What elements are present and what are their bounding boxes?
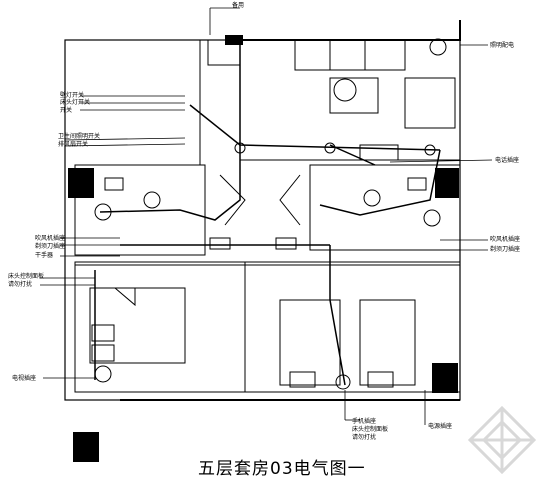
bed-pillow-2 [91, 344, 115, 362]
bed-single [89, 287, 186, 364]
bedroom-right [244, 261, 461, 393]
sink-left [94, 203, 112, 221]
panel-right-upper [435, 168, 459, 198]
watermark-logo-icon [467, 405, 537, 475]
sink-right [423, 209, 441, 227]
light-fixture-1 [234, 142, 246, 154]
bed-table-1 [289, 371, 316, 388]
toilet-left [143, 191, 161, 209]
armchair [404, 77, 456, 129]
label-left-1c: 开关 [60, 107, 73, 114]
switch-1 [209, 237, 231, 250]
light-fixture-3 [424, 144, 436, 156]
bed-pillow-1 [91, 324, 115, 342]
label-left-2a: 卫生间照明开关 [58, 133, 101, 140]
panel-top [225, 35, 243, 45]
label-left-3c: 干手器 [35, 252, 54, 259]
wiring-diag-right [329, 144, 376, 166]
label-bottom-right: 电源插座 [428, 423, 453, 430]
bed-left-1 [279, 299, 341, 386]
light-fixture-2 [324, 142, 336, 154]
label-left-1b: 床头灯开关 [60, 99, 91, 106]
panel-left-upper [68, 168, 94, 198]
panel-bottom-left [73, 432, 99, 462]
door-arc-2 [279, 174, 301, 226]
wall-thick-top [235, 20, 461, 41]
bed-fold [114, 287, 136, 307]
label-top: 备用 [232, 2, 245, 9]
switch-2 [275, 237, 297, 250]
bedroom-left [74, 261, 246, 393]
lamp-icon [333, 78, 357, 102]
wiring-vert [329, 245, 346, 386]
fan-icon [429, 38, 447, 56]
vent-left [104, 177, 124, 191]
outlet-bed [335, 374, 351, 390]
door-arc-1 [219, 174, 246, 226]
label-left-4b: 请勿打扰 [8, 281, 33, 288]
wiring-left [99, 145, 241, 221]
page-title: 五层套房03电气图一 [198, 459, 366, 479]
label-bottom-1: 手机插座 [352, 418, 377, 425]
label-right-3a: 吹风机插座 [490, 236, 521, 243]
label-bottom-2: 床头控制面板 [352, 426, 389, 433]
bed-table-2 [367, 371, 394, 388]
label-left-5: 电视插座 [12, 375, 37, 382]
sofa [294, 39, 406, 71]
bathroom-left [74, 164, 206, 256]
bathroom-right [309, 164, 461, 251]
panel-bottom-right [432, 363, 458, 393]
label-bottom-3: 请勿打扰 [352, 434, 377, 441]
label-left-3b: 剃须刀插座 [35, 243, 66, 250]
label-right-3b: 剃须刀插座 [490, 246, 521, 253]
outlet-tv [94, 365, 112, 383]
toilet-right [363, 189, 381, 207]
label-right-mid: 电话插座 [495, 157, 520, 164]
coffee-table [329, 77, 379, 114]
bed-left-2 [359, 299, 416, 386]
label-left-3a: 吹风机插座 [35, 235, 66, 242]
label-left-2b: 排风扇开关 [58, 141, 89, 148]
wiring-diag-left [189, 104, 241, 146]
label-left-1a: 壁灯开关 [60, 92, 85, 99]
mirror-light [359, 144, 399, 161]
label-left-4a: 床头控制面板 [8, 273, 45, 280]
wiring-main [239, 40, 441, 151]
vent-right [407, 177, 427, 191]
label-right-top: 照明配电 [490, 42, 515, 49]
wall-outer [64, 39, 461, 401]
